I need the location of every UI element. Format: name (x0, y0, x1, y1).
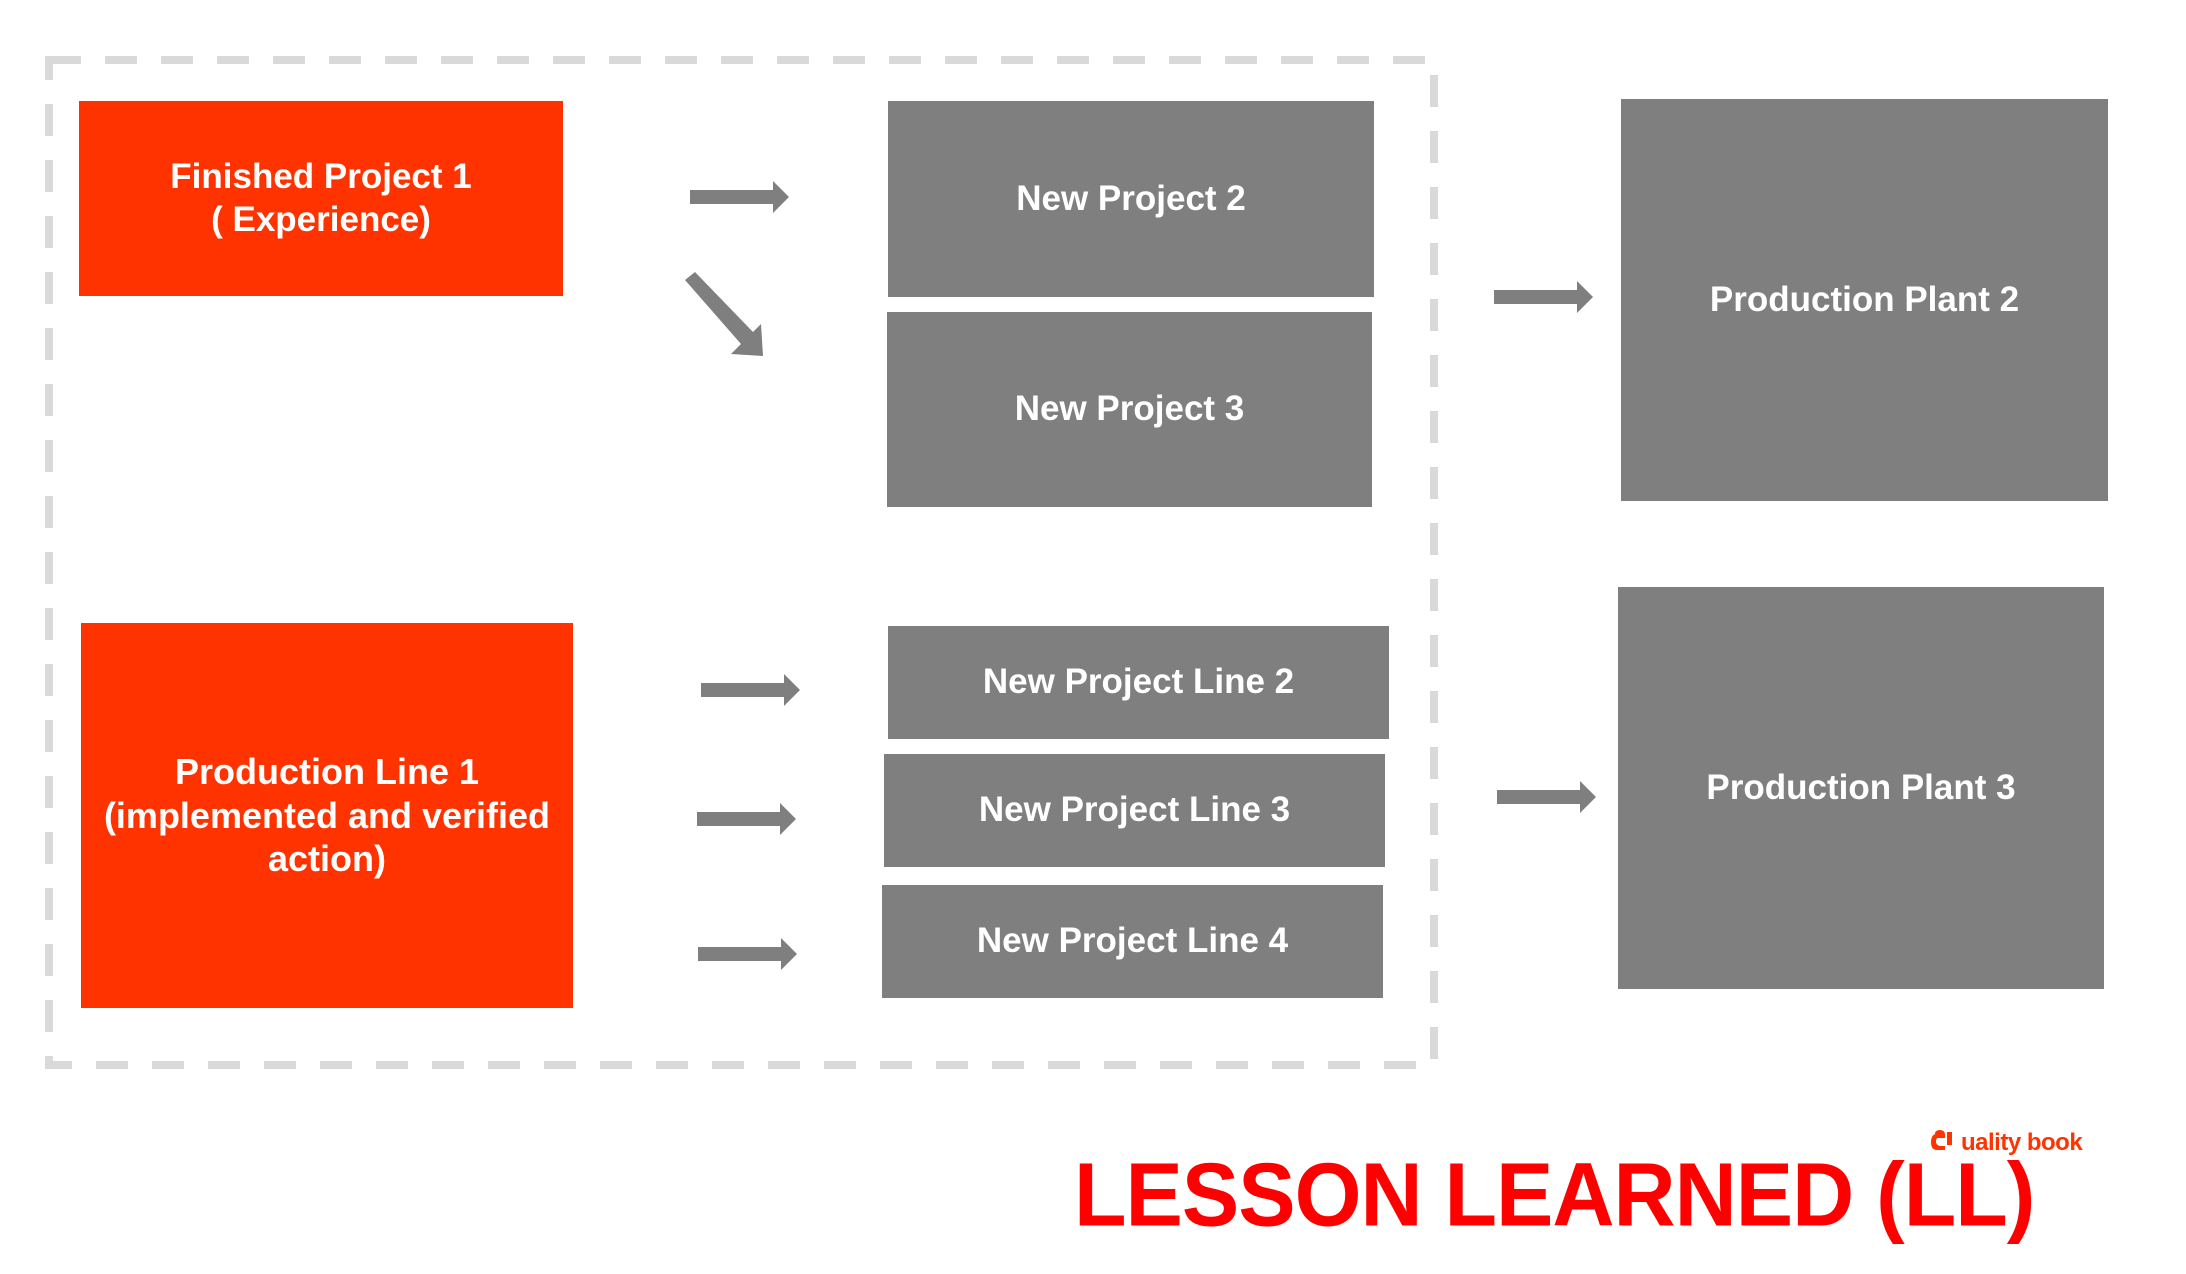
box-label: New Project Line 2 (982, 662, 1295, 702)
box-label: Production Plant 3 (1706, 767, 2016, 807)
arrow-right-icon (1497, 781, 1596, 813)
production-plant-2-box: Production Plant 2 (1621, 99, 2108, 501)
box-label-line: Production Line 1 (174, 750, 479, 792)
page-title: LESSON LEARNED (LL) (1074, 1144, 2035, 1246)
box-label-line: (implemented and verified (103, 794, 551, 836)
new-project-3-box: New Project 3 (887, 312, 1372, 507)
box-label-line: ( Experience) (211, 199, 431, 239)
finished-project-1-box: Finished Project 1 ( Experience) (79, 101, 563, 296)
arrow-right-icon (1494, 281, 1593, 313)
arrow-right-icon (698, 938, 797, 970)
new-project-line-4-box: New Project Line 4 (882, 885, 1383, 998)
box-label-line: Finished Project 1 (170, 156, 472, 196)
arrow-right-icon (701, 674, 800, 706)
arrow-right-icon (690, 181, 789, 213)
box-label-line: action) (267, 838, 386, 880)
quality-book-logo: uality book (1929, 1128, 2083, 1158)
dashed-border (45, 56, 1438, 1069)
box-label: Production Plant 2 (1709, 279, 2020, 319)
dashed-group-frame (45, 56, 1438, 1069)
logo-q-icon (1931, 1130, 1952, 1150)
arrow-down-right-icon (685, 272, 763, 356)
logo-text: uality book (1961, 1129, 2083, 1156)
new-project-2-box: New Project 2 (888, 101, 1374, 297)
box-label: New Project 3 (1014, 389, 1245, 429)
new-project-line-3-box: New Project Line 3 (884, 754, 1385, 867)
box-label: New Project Line 4 (976, 921, 1289, 961)
production-line-1-box: Production Line 1 (implemented and verif… (81, 623, 573, 1008)
new-project-line-2-box: New Project Line 2 (888, 626, 1389, 739)
box-label: New Project Line 3 (978, 790, 1291, 830)
production-plant-3-box: Production Plant 3 (1618, 587, 2104, 989)
box-label: New Project 2 (1016, 178, 1246, 218)
arrow-right-icon (697, 803, 796, 835)
